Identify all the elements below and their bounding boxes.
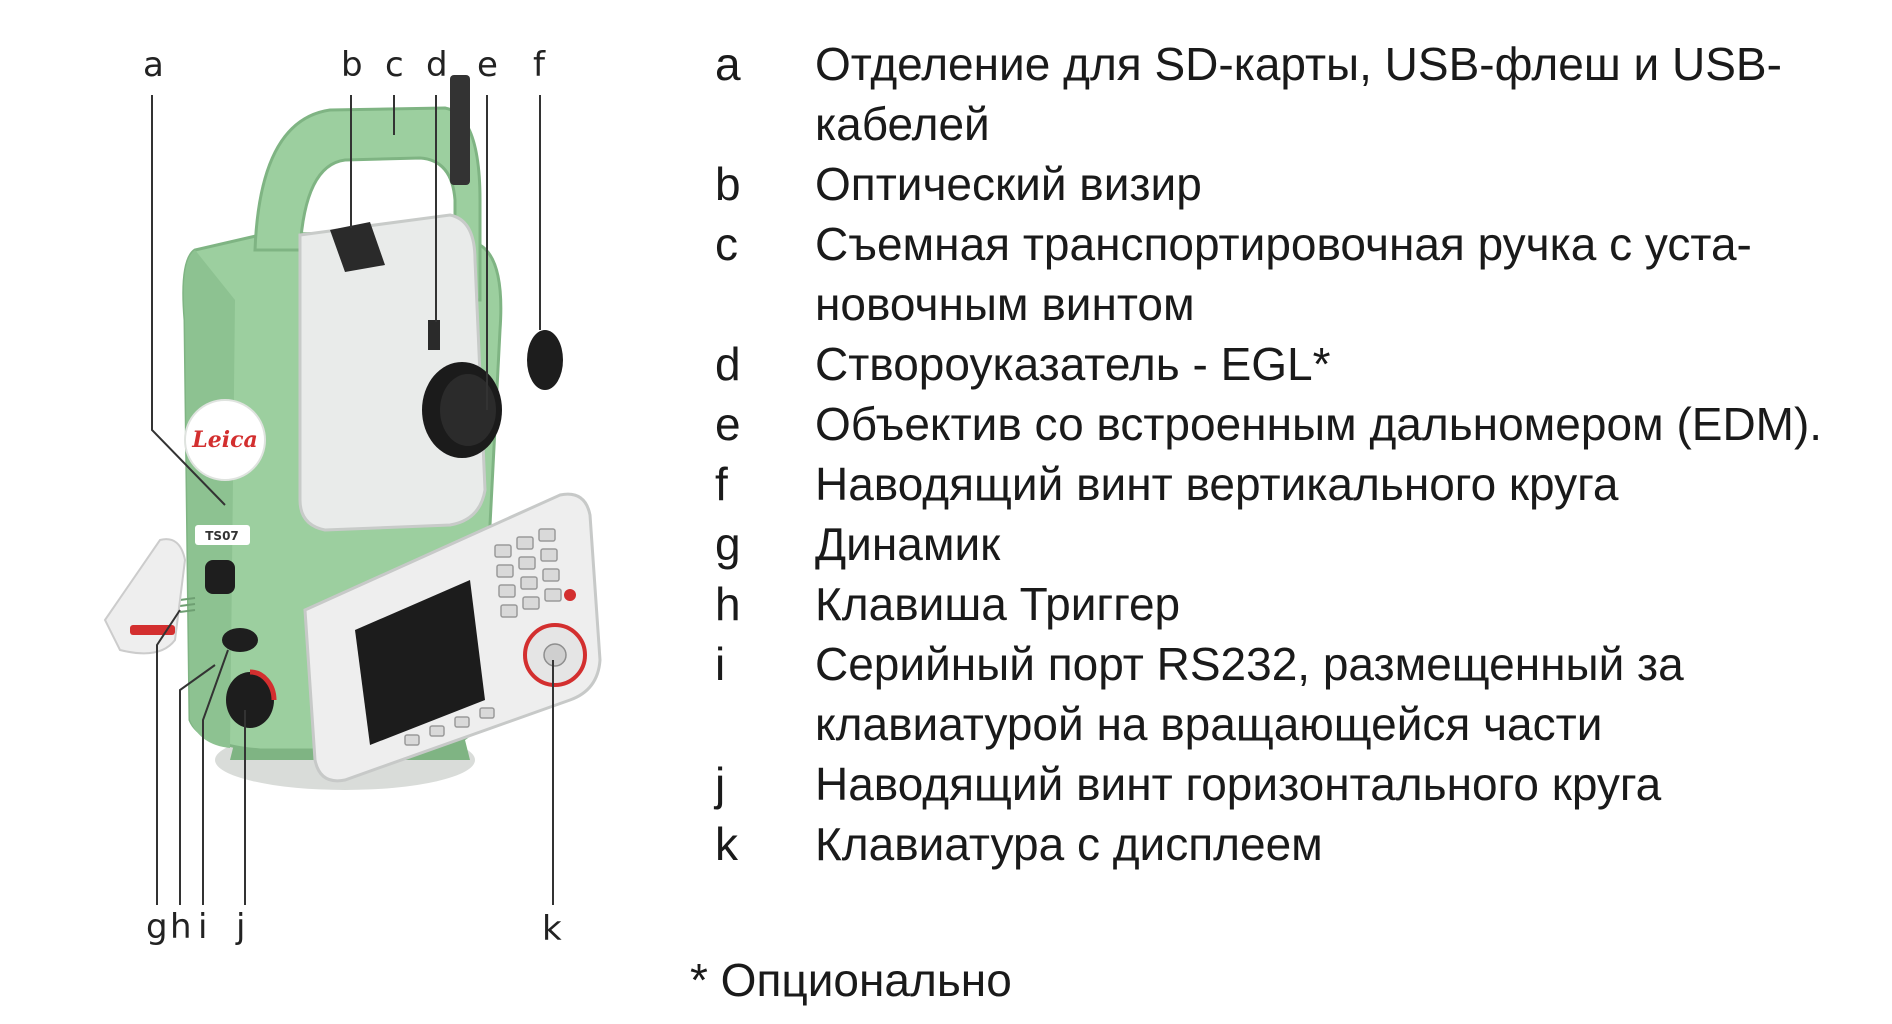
callout-i: i [198,907,208,947]
legend-item-a: a Отделение для SD-карты, USB-флеш и USB… [715,34,1875,154]
legend-text: Клавиатура с дисплеем [815,818,1323,870]
legend-key: b [715,158,741,210]
callout-k: k [542,909,562,949]
callout-c: c [385,45,404,85]
optical-sight [330,222,385,272]
legend-text: Клавиша Триггер [815,578,1181,630]
footnote: * Опционально [690,954,1012,1006]
instrument-figure: Leica TS07 [0,0,700,1024]
callout-e: e [477,45,498,85]
legend-text: Объектив со встроенным дальномером (EDM)… [815,398,1823,450]
callout-d: d [426,45,448,85]
legend-key: d [715,338,741,390]
antenna [450,75,470,185]
trigger-key [205,560,235,594]
legend-text: Серийный порт RS232, размещенный за клав… [815,638,1684,750]
callout-b: b [341,45,363,85]
legend-item-d: d Створоуказатель - EGL* [715,334,1875,394]
legend-item-g: g Динамик [715,514,1875,574]
legend-item-b: b Оптический визир [715,154,1875,214]
leader-g [156,609,181,905]
legend-text: Створоуказатель - EGL* [815,338,1331,390]
legend-text: Оптический визир [815,158,1202,210]
legend-key: k [715,818,738,870]
legend-key: c [715,218,738,270]
rs232-port [222,628,258,652]
leica-logo: Leica [191,427,257,453]
legend-key: j [715,758,726,810]
side-cover-accent [130,625,175,635]
legend-text: Отделение для SD-карты, USB-флеш и USB-к… [815,38,1782,150]
side-cover [103,538,187,655]
legend-text: Наводящий винт вертикального круга [815,458,1619,510]
legend-item-i: i Серийный порт RS232, размещенный за кл… [715,634,1875,754]
legend-item-k: k Клавиатура с дисплеем [715,814,1875,874]
legend-key: a [715,38,741,90]
legend-key: h [715,578,741,630]
navigation-center [543,643,567,667]
legend-item-h: h Клавиша Триггер [715,574,1875,634]
objective-lens-inner [440,374,496,446]
legend-text: Наводящий винт горизонтального круга [815,758,1662,810]
speaker-grille [179,597,196,613]
leader-lines [151,95,554,905]
legend-key: f [715,458,728,510]
callout-a: a [143,45,164,85]
callout-j: j [236,907,246,947]
leader-a [151,95,226,506]
total-station-illustration: Leica TS07 [103,75,602,905]
knob-accent [249,669,277,701]
display-screen [355,580,485,745]
legend-key: i [715,638,726,690]
carrying-handle [253,106,482,302]
legend-item-f: f Наводящий винт вертикального круга [715,454,1875,514]
leica-logo-disc [184,399,266,481]
callout-h: h [170,907,192,947]
legend-text: Съемная транспортировочная ручка с уста-… [815,218,1752,330]
legend-key: e [715,398,741,450]
legend-item-c: c Съемная транспортировочная ручка с уст… [715,214,1875,334]
body-side-shade [183,250,235,748]
leader-i [202,649,229,905]
model-badge [195,525,250,545]
model-badge-text: TS07 [205,529,239,543]
legend-list: a Отделение для SD-карты, USB-флеш и USB… [715,34,1875,874]
callout-g: g [146,907,168,947]
power-led [564,589,576,601]
egl-guide-light [428,320,440,350]
vertical-drive-knob [527,330,563,390]
leader-h [179,664,216,905]
legend-key: g [715,518,741,570]
horizontal-drive-knob [226,672,274,728]
legend-text: Динамик [815,518,1001,570]
telescope-housing [298,213,487,532]
callout-f: f [533,45,545,85]
legend-item-j: j Наводящий винт горизонтального круга [715,754,1875,814]
legend-item-e: e Объектив со встроенным дальномером (ED… [715,394,1875,454]
keypad-keys [404,528,562,746]
